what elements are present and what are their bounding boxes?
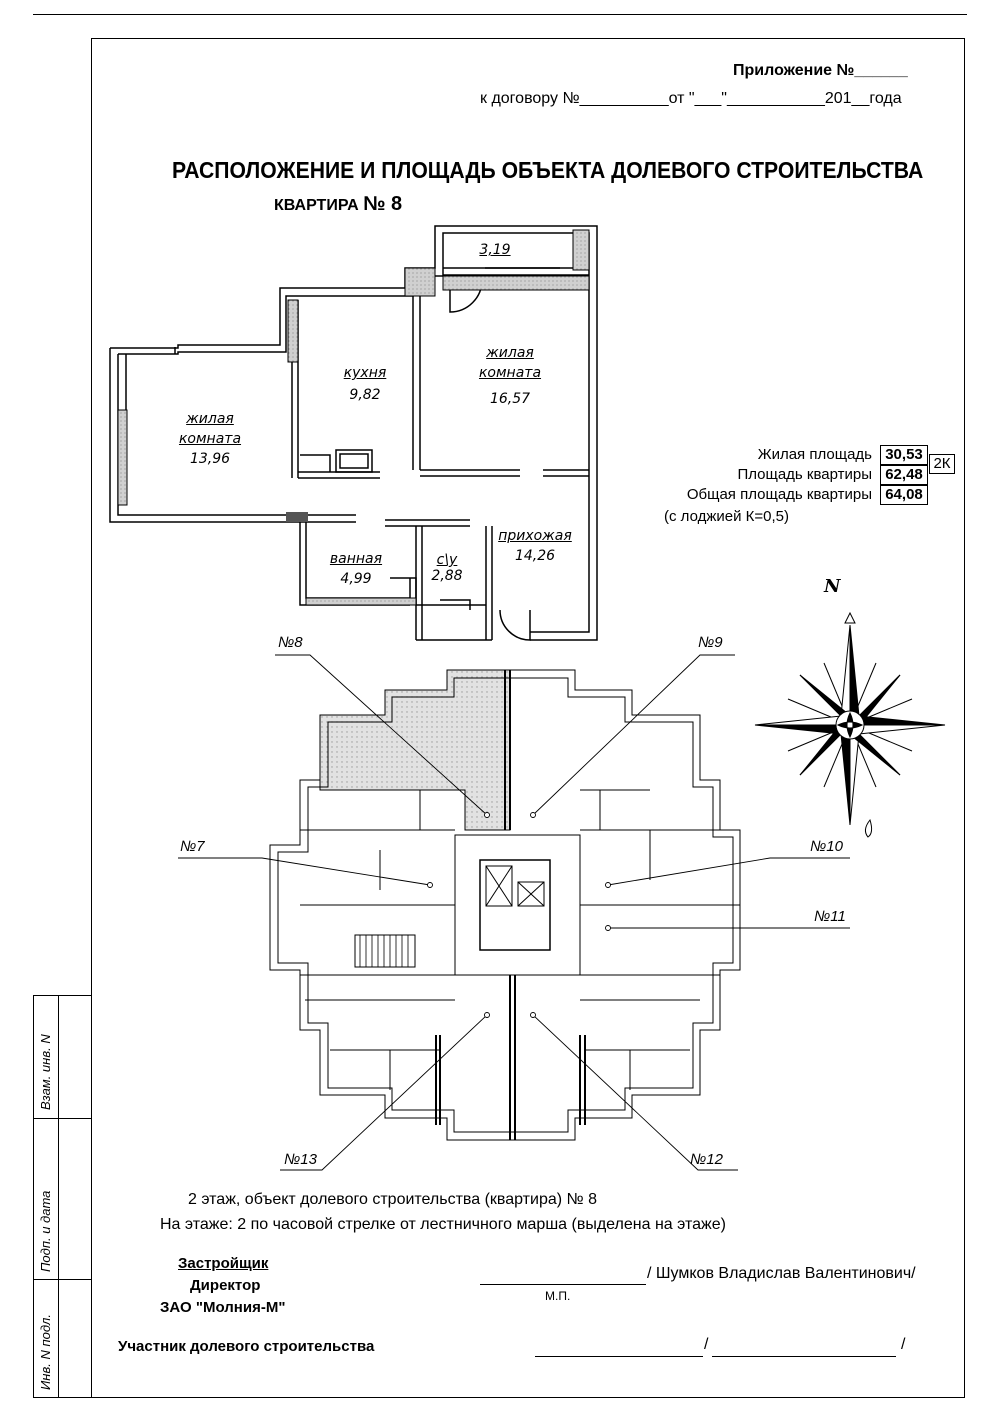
top-rule — [33, 14, 967, 15]
floor-info: 2 этаж, объект долевого строительства (к… — [188, 1191, 598, 1208]
participant-slash-1: / — [704, 1336, 709, 1353]
apartment-label-8: №8 — [278, 634, 303, 651]
room-living-1: жилая комната 13,96 — [178, 411, 242, 467]
director-title: Директор — [190, 1277, 261, 1294]
director-signature-line — [480, 1266, 646, 1285]
page-frame — [91, 38, 965, 1398]
total-area-label: Общая площадь квартиры — [686, 486, 872, 503]
apartment-label-12: №12 — [690, 1151, 723, 1168]
room-bathroom: ванная 4,99 — [329, 551, 383, 587]
apartment-label-9: №9 — [698, 634, 723, 651]
contract-reference: к договору №__________от "___"__________… — [480, 90, 902, 107]
apartment-word: КВАРТИРА — [274, 197, 359, 214]
living-area-value: 30,53 — [880, 445, 928, 465]
apartment-label-11: №11 — [814, 908, 846, 925]
flat-area-value: 62,48 — [880, 465, 928, 485]
total-area-value: 64,08 — [880, 485, 928, 505]
participant-signature-line — [535, 1338, 703, 1357]
apartment-label-10: №10 — [810, 838, 843, 855]
appendix-number: Приложение №______ — [733, 62, 908, 79]
room-loggia: 3,19 — [479, 242, 511, 258]
seal-placeholder: М.П. — [545, 1289, 571, 1303]
page-title: РАСПОЛОЖЕНИЕ И ПЛОЩАДЬ ОБЪЕКТА ДОЛЕВОГО … — [172, 157, 924, 183]
loggia-note: (с лоджией К=0,5) — [664, 508, 789, 525]
developer-heading: Застройщик — [178, 1255, 269, 1272]
room-hallway: прихожая 14,26 — [498, 528, 572, 564]
room-count-badge: 2К — [929, 454, 955, 474]
apartment-label-13: №13 — [284, 1151, 317, 1168]
side-stamp — [33, 995, 91, 1398]
room-living-2: жилая комната 16,57 — [478, 345, 542, 407]
director-name: / Шумков Владислав Валентинович/ — [647, 1265, 916, 1282]
flat-area-label: Площадь квартиры — [737, 466, 872, 483]
participant-slash-2: / — [901, 1336, 906, 1353]
room-wc: с\у 2,88 — [431, 552, 463, 584]
room-kitchen: кухня 9,82 — [343, 365, 387, 403]
company-name: ЗАО "Молния-М" — [160, 1299, 286, 1316]
position-on-floor: На этаже: 2 по часовой стрелке от лестни… — [160, 1216, 726, 1233]
apartment-label: КВАРТИРА № 8 — [274, 193, 402, 216]
compass-north-label: N — [824, 576, 841, 597]
apartment-number: № 8 — [363, 193, 403, 215]
participant-name-line — [712, 1338, 896, 1357]
living-area-label: Жилая площадь — [757, 446, 872, 463]
participant-heading: Участник долевого строительства — [118, 1338, 375, 1355]
apartment-label-7: №7 — [180, 838, 205, 855]
